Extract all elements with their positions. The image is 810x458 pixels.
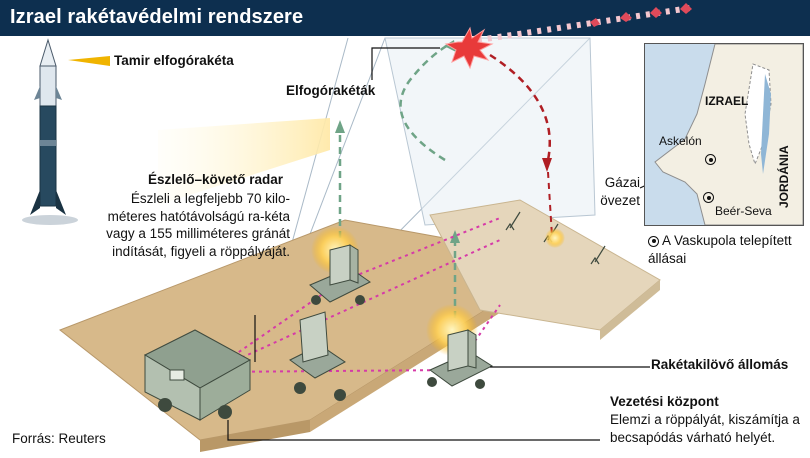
tamir-missile-icon: [22, 38, 78, 225]
interceptors-label: Elfogórakéták: [286, 83, 376, 98]
page-title: Izrael rakétavédelmi rendszere: [10, 6, 304, 28]
legend: A Vaskupola telepített állásai: [648, 232, 798, 267]
map-beersheba-marker-icon: [703, 192, 714, 203]
tamir-pointer: [68, 56, 110, 66]
threat-trajectory: [489, 53, 551, 161]
location-map: IZRAEL JORDÁNIA Askelón Beér-Seva: [644, 43, 804, 226]
launcher-station-2: [426, 304, 494, 389]
command-title: Vezetési központ: [610, 394, 719, 409]
map-ashkelon-marker-icon: [705, 154, 716, 165]
map-shape: [654, 44, 803, 225]
radar-title: Észlelő–követő radar: [148, 172, 284, 187]
map-label-ashkelon: Askelón: [659, 134, 702, 148]
gaza-platform: [429, 199, 661, 340]
incoming-rocket-trail: [477, 3, 692, 43]
map-label-israel: IZRAEL: [705, 94, 749, 108]
title-bar: Izrael rakétavédelmi rendszere: [0, 0, 810, 36]
map-label-jordan: JORDÁNIA: [777, 145, 791, 208]
launcher-label: Rakétakilövő állomás: [651, 357, 789, 372]
launcher-station-1: [309, 226, 371, 305]
legend-marker-icon: [648, 235, 659, 247]
gaza-belt-label: Gázai övezet: [600, 175, 640, 208]
source-label: Forrás: Reuters: [12, 431, 106, 446]
radar-beam: [158, 118, 330, 205]
interceptor-pointer: [371, 47, 440, 80]
radar-beams: [209, 217, 501, 373]
map-label-beersheba: Beér-Seva: [715, 204, 772, 218]
radar-truck: [289, 311, 346, 401]
explosion-icon: [444, 26, 494, 70]
command-center-truck: [143, 329, 252, 421]
radar-description: Észleli a legfeljebb 70 kilo-méteres hat…: [106, 191, 290, 259]
tamir-label: Tamir elfogórakéta: [114, 53, 234, 68]
command-description: Elemzi a röppályát, kiszámítja a becsapó…: [610, 412, 800, 445]
legend-text: A Vaskupola telepített állásai: [648, 233, 792, 266]
